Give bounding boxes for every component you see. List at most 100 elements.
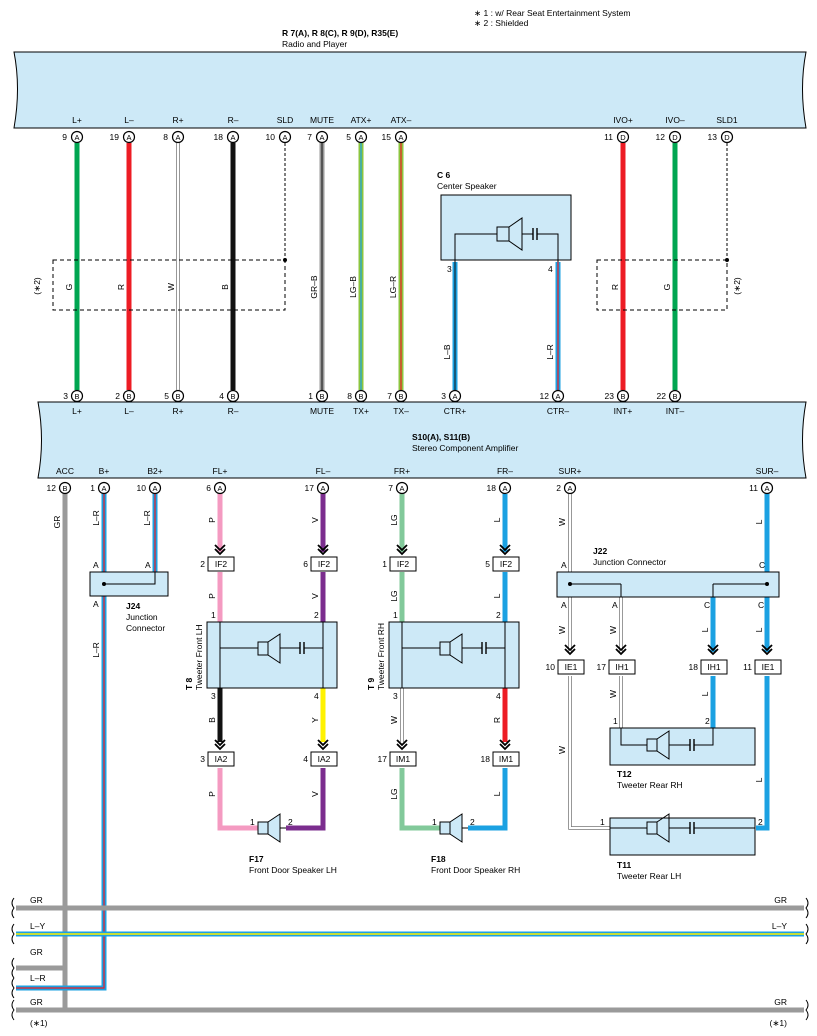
radio-pin-connector: A bbox=[74, 133, 79, 142]
connector-code: IF2 bbox=[215, 559, 228, 569]
amp-bottom-connector: A bbox=[567, 484, 572, 493]
door-lh-name: Front Door Speaker LH bbox=[249, 865, 337, 875]
svg-text:L: L bbox=[700, 627, 710, 632]
amp-top-label: TX– bbox=[393, 406, 409, 416]
amp-bottom-num: 11 bbox=[749, 483, 758, 493]
radio-pin-label: R– bbox=[228, 115, 239, 125]
svg-text:Y: Y bbox=[310, 717, 320, 723]
svg-text:2: 2 bbox=[288, 817, 293, 827]
svg-text:P: P bbox=[207, 517, 217, 523]
svg-text:L: L bbox=[754, 519, 764, 524]
tweeter-rear-rh: 1 2 bbox=[609, 716, 756, 766]
tweeter-front-lh: 1 2 3 4 bbox=[206, 610, 338, 701]
radio-pin-num: 10 bbox=[266, 132, 276, 142]
amp-top-num: 2 bbox=[115, 391, 120, 401]
tweeter-front-rh: 1 2 3 4 bbox=[388, 610, 520, 701]
radio-pin-connector: D bbox=[672, 133, 678, 142]
amp-bottom-num: 1 bbox=[90, 483, 95, 493]
tweeter-rr-name: Tweeter Rear RH bbox=[617, 780, 683, 790]
radio-pin-num: 7 bbox=[307, 132, 312, 142]
amp-top-connector: B bbox=[230, 392, 235, 401]
amp-top-connector: B bbox=[620, 392, 625, 401]
j24-bus bbox=[104, 572, 156, 585]
amp-bottom-num: 7 bbox=[388, 483, 393, 493]
amp-top-num: 22 bbox=[657, 391, 667, 401]
svg-text:V: V bbox=[310, 791, 320, 797]
amp-bottom-label: FR– bbox=[497, 466, 513, 476]
radio-pin-connector: A bbox=[126, 133, 131, 142]
amp-top-num: 8 bbox=[347, 391, 352, 401]
amp-top-num: 4 bbox=[219, 391, 224, 401]
amp-bottom-connector: A bbox=[320, 484, 325, 493]
radio-code: R 7(A), R 8(C), R 9(D), R35(E) bbox=[282, 28, 398, 38]
wire-code-mute: GR–B bbox=[309, 275, 319, 298]
amp-bottom-num: 17 bbox=[305, 483, 315, 493]
amp-bottom-connector: A bbox=[101, 484, 106, 493]
wire-code-b2plus: L–R bbox=[142, 510, 152, 526]
amp-top-connector: A bbox=[452, 392, 457, 401]
svg-text:2: 2 bbox=[705, 716, 710, 726]
radio-pin-connector: A bbox=[319, 133, 324, 142]
radio-pin-label: SLD bbox=[277, 115, 294, 125]
svg-text:B: B bbox=[207, 717, 217, 723]
door-rh-name: Front Door Speaker RH bbox=[431, 865, 520, 875]
wire-code-acc: GR bbox=[52, 516, 62, 529]
lower-wire-codes: GR L–R L–R L–R P P B P V V Y V LG LG W L… bbox=[52, 510, 764, 799]
amp-bottom-label: FL+ bbox=[213, 466, 228, 476]
radio-pin-label: SLD1 bbox=[716, 115, 738, 125]
center-pin-right: 4 bbox=[548, 264, 553, 274]
amp-bottom-connector: A bbox=[217, 484, 222, 493]
center-speaker-icon bbox=[454, 217, 559, 262]
connector-code: IA2 bbox=[318, 754, 331, 764]
connector-chevrons bbox=[214, 544, 773, 751]
radio-pin-num: 13 bbox=[708, 132, 718, 142]
wire-code-lplus: G bbox=[64, 284, 74, 291]
amp-top-connector: B bbox=[74, 392, 79, 401]
door-rh-code: F18 bbox=[431, 854, 446, 864]
wire-code-ivominus: G bbox=[662, 284, 672, 291]
amp-top-num: 7 bbox=[387, 391, 392, 401]
radio-pin-num: 8 bbox=[163, 132, 168, 142]
svg-text:W: W bbox=[608, 690, 618, 698]
amp-top-num: 5 bbox=[164, 391, 169, 401]
svg-text:P: P bbox=[207, 593, 217, 599]
svg-text:2: 2 bbox=[496, 610, 501, 620]
j22-joint-c bbox=[765, 582, 769, 586]
connector-code: IA2 bbox=[215, 754, 228, 764]
center-speaker-name: Center Speaker bbox=[437, 181, 497, 191]
connector-pin: 10 bbox=[546, 662, 556, 672]
tweeter-rear-lh: 1 2 bbox=[600, 813, 763, 856]
radio-module-box bbox=[13, 51, 807, 129]
radio-pin-num: 5 bbox=[346, 132, 351, 142]
svg-text:2: 2 bbox=[314, 610, 319, 620]
bus-label-right: L–Y bbox=[772, 921, 787, 931]
amp-top-connector: B bbox=[672, 392, 677, 401]
amp-bottom-num: 12 bbox=[47, 483, 57, 493]
svg-text:LG: LG bbox=[389, 590, 399, 601]
center-speaker-wires bbox=[452, 262, 561, 390]
connector-code: IF2 bbox=[500, 559, 513, 569]
amp-top-connector: B bbox=[319, 392, 324, 401]
svg-text:L: L bbox=[492, 791, 502, 796]
radio-pin-connector: D bbox=[620, 133, 626, 142]
wire-code-atxminus: LG–R bbox=[388, 276, 398, 298]
amp-bottom-label: SUR+ bbox=[559, 466, 582, 476]
amp-bottom-num: 6 bbox=[206, 483, 211, 493]
upper-wires bbox=[74, 143, 728, 390]
amp-bottom-pins: ACC B+ B2+ FL+ FL– FR+ FR– SUR+ SUR– B A… bbox=[47, 466, 779, 495]
radio-pin-connector: A bbox=[358, 133, 363, 142]
center-speaker-code: C 6 bbox=[437, 170, 451, 180]
radio-pin-label: ATX– bbox=[391, 115, 412, 125]
amp-top-num: 3 bbox=[63, 391, 68, 401]
amp-top-label: CTR– bbox=[547, 406, 569, 416]
radio-pin-label: MUTE bbox=[310, 115, 334, 125]
bus-note-right: (∗1) bbox=[769, 1018, 787, 1028]
connector-code: IF2 bbox=[318, 559, 331, 569]
wire-code-j24-out: L–R bbox=[91, 642, 101, 658]
radio-pins: L+ L– R+ R– SLD MUTE ATX+ ATX– IVO+ IVO–… bbox=[62, 115, 738, 144]
shield-joint-right bbox=[725, 258, 729, 262]
bus-label-left: GR bbox=[30, 895, 43, 905]
amp-top-label: L+ bbox=[72, 406, 82, 416]
connector-pin: 2 bbox=[200, 559, 205, 569]
amp-top-label: CTR+ bbox=[444, 406, 466, 416]
